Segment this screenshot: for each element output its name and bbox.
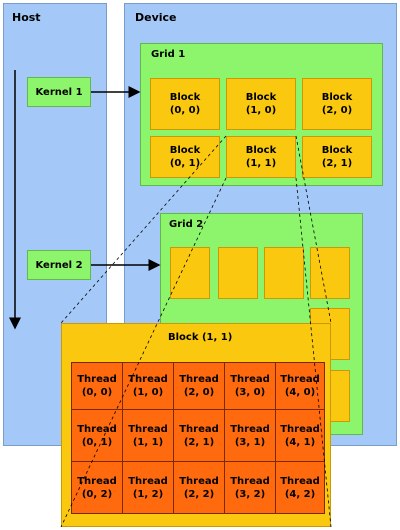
block-coord: (1, 1) (245, 158, 277, 169)
block-0-1: Block (0, 1) (150, 136, 220, 178)
block-coord: (0, 0) (169, 105, 201, 116)
zoom-connectors (60, 135, 332, 528)
thread-coord: (3, 2) (234, 488, 266, 500)
zoom-connector (295, 177, 332, 528)
thread-coord: (3, 0) (234, 387, 266, 398)
block-2-0: Block (2, 0) (302, 78, 372, 130)
grid-2-block (170, 247, 210, 299)
thread-label: Thread (179, 475, 219, 487)
thread-coord: (0, 0) (81, 387, 113, 398)
thread-4-0: Thread (4, 0) (275, 362, 325, 410)
thread-coord: (2, 1) (183, 436, 215, 448)
block-coord: (0, 1) (169, 158, 201, 169)
kernel-2-label: Kernel 2 (35, 259, 83, 271)
block-label: Block (169, 92, 201, 103)
thread-3-1: Thread(3, 1) (224, 409, 276, 462)
thread-3-0: Thread (3, 0) (224, 362, 276, 410)
block-label: Block (169, 145, 201, 156)
thread-coord: (0, 2) (81, 488, 113, 500)
zoom-connector (60, 177, 227, 528)
thread-coord: (1, 0) (132, 387, 164, 398)
thread-label: Thread (77, 475, 117, 487)
thread-label: Thread (230, 374, 270, 385)
block-label: Block (321, 92, 353, 103)
thread-coord: (4, 1) (284, 436, 316, 448)
thread-label: Thread (230, 423, 270, 435)
thread-label: Thread (128, 475, 168, 487)
thread-coord: (2, 0) (183, 387, 215, 398)
block-coord: (1, 0) (245, 105, 277, 116)
thread-label: Thread (280, 423, 320, 435)
block-1-0: Block (1, 0) (226, 78, 296, 130)
block-0-0: Block (0, 0) (150, 78, 220, 130)
grid-2-block (310, 247, 350, 299)
grid-2-title: Grid 2 (169, 219, 204, 230)
thread-coord: (4, 2) (284, 488, 316, 500)
block-label: Block (245, 92, 277, 103)
thread-label: Thread (128, 423, 168, 435)
kernel-1: Kernel 1 (27, 77, 91, 107)
kernel-1-label: Kernel 1 (35, 86, 83, 98)
block-coord: (2, 1) (321, 158, 353, 169)
host-title: Host (12, 11, 41, 24)
zoom-connector (60, 135, 227, 324)
thread-1-0: Thread (1, 0) (122, 362, 174, 410)
thread-4-1: Thread(4, 1) (275, 409, 325, 462)
thread-label: Thread (77, 374, 117, 385)
grid-2-block (218, 247, 258, 299)
thread-coord: (2, 2) (183, 488, 215, 500)
host-panel: Host (3, 3, 107, 446)
thread-2-0: Thread (2, 0) (173, 362, 225, 410)
thread-label: Thread (77, 423, 117, 435)
grid-2-block (264, 247, 304, 299)
thread-label: Thread (179, 423, 219, 435)
thread-label: Thread (280, 374, 320, 385)
thread-label: Thread (280, 475, 320, 487)
thread-label: Thread (230, 475, 270, 487)
block-2-1: Block (2, 1) (302, 136, 372, 178)
block-label: Block (321, 145, 353, 156)
thread-coord: (4, 0) (284, 387, 316, 398)
thread-label: Thread (128, 374, 168, 385)
block-1-1-detail-title: Block (1, 1) (168, 332, 233, 343)
grid-1-title: Grid 1 (151, 49, 186, 60)
thread-2-1: Thread(2, 1) (173, 409, 225, 462)
thread-1-1: Thread(1, 1) (122, 409, 174, 462)
thread-coord: (3, 1) (234, 436, 266, 448)
block-label: Block (245, 145, 277, 156)
thread-1-2: Thread(1, 2) (122, 461, 174, 514)
thread-label: Thread (179, 374, 219, 385)
thread-coord: (1, 2) (132, 488, 164, 500)
thread-4-2: Thread(4, 2) (275, 461, 325, 514)
thread-0-1: Thread(0, 1) (71, 409, 123, 462)
thread-coord: (0, 1) (81, 436, 113, 448)
thread-coord: (1, 1) (132, 436, 164, 448)
thread-2-2: Thread(2, 2) (173, 461, 225, 514)
device-title: Device (135, 11, 177, 24)
block-coord: (2, 0) (321, 105, 353, 116)
zoom-connector (295, 135, 332, 324)
kernel-2: Kernel 2 (27, 250, 91, 280)
block-1-1: Block (1, 1) (226, 136, 296, 178)
